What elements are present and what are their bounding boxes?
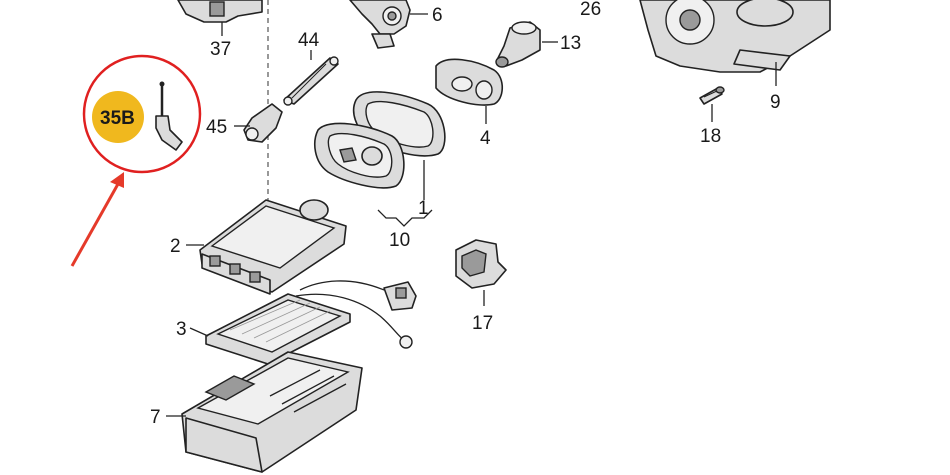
part-18 xyxy=(699,86,725,122)
part-3 xyxy=(189,293,351,365)
part-37 xyxy=(177,0,263,36)
part-13 xyxy=(495,21,558,68)
label-13: 13 xyxy=(560,33,581,54)
wiring-harness xyxy=(295,280,417,349)
label-18: 18 xyxy=(700,126,721,147)
part-4 xyxy=(435,58,504,124)
part-2 xyxy=(186,199,347,295)
highlight-circle xyxy=(82,54,202,174)
label-4: 4 xyxy=(480,128,491,149)
label-35b: 35B xyxy=(100,108,135,129)
label-3: 3 xyxy=(176,319,187,340)
pointer-arrow xyxy=(70,172,124,267)
label-2: 2 xyxy=(170,236,181,257)
label-17: 17 xyxy=(472,313,493,334)
part-17 xyxy=(455,239,507,306)
label-37: 37 xyxy=(210,39,231,60)
label-9: 9 xyxy=(770,92,781,113)
part-6 xyxy=(349,0,428,49)
label-10: 10 xyxy=(389,230,410,251)
sensor-35b xyxy=(155,81,183,151)
label-6: 6 xyxy=(432,5,443,26)
label-7: 7 xyxy=(150,407,161,428)
label-45: 45 xyxy=(206,117,227,138)
gasket-inner xyxy=(314,122,405,189)
callout-35b: 35B xyxy=(82,54,202,174)
part-45 xyxy=(234,103,283,143)
part-9 xyxy=(639,0,831,86)
part-44 xyxy=(283,50,339,106)
label-44: 44 xyxy=(298,30,320,51)
label-1: 1 xyxy=(418,198,429,219)
label-26: 26 xyxy=(580,0,601,20)
part-7 xyxy=(166,351,363,473)
group-bracket-10 xyxy=(377,209,433,227)
badge-circle xyxy=(92,91,144,143)
